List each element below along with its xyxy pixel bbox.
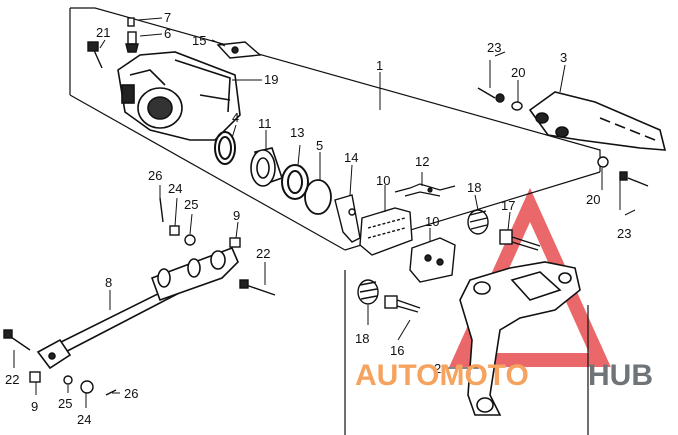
brake-pad-upper: [359, 207, 413, 256]
piston-seal-13: [281, 164, 309, 200]
callout-12: 12: [415, 154, 429, 169]
pin-collar-18: [467, 209, 489, 235]
caliper-body: [117, 51, 241, 141]
washer-25: [63, 234, 196, 385]
callout-22-lower: 22: [5, 372, 19, 387]
callout-22-upper: 22: [256, 246, 270, 261]
callout-18-upper: 18: [467, 180, 481, 195]
callout-26-upper: 26: [148, 168, 162, 183]
callout-21: 21: [96, 25, 110, 40]
callout-20-upper: 20: [511, 65, 525, 80]
nut-24: [80, 225, 180, 394]
callout-labels: 7 6 21 15 19 1 23 20 3 4 11 13 5 14 12 1…: [5, 10, 631, 427]
piston-11: [250, 147, 284, 187]
pad-spring-12: [394, 183, 456, 197]
callout-18-lower: 18: [355, 331, 369, 346]
watermark-text: AUTOMOTO HUB: [355, 359, 653, 392]
callout-10-upper: 10: [376, 173, 390, 188]
callout-25-lower: 25: [58, 396, 72, 411]
brake-pad-lower: [409, 237, 456, 283]
callout-23-upper: 23: [487, 40, 501, 55]
callout-24-lower: 24: [77, 412, 91, 427]
mounting-bracket-3: [528, 91, 667, 151]
caliper-bracket: [459, 261, 581, 416]
callout-13: 13: [290, 125, 304, 140]
callout-5: 5: [316, 138, 323, 153]
bleeder-valve: [125, 17, 139, 53]
callout-14: 14: [344, 150, 358, 165]
cotter-pin-26: [105, 197, 164, 396]
callout-9-lower: 9: [31, 399, 38, 414]
callout-6: 6: [164, 26, 171, 41]
watermark-automoto: AUTOMOTO: [355, 359, 529, 392]
callout-1: 1: [376, 58, 383, 73]
pin-bolt-16: [384, 295, 421, 313]
collar-9: [29, 237, 241, 383]
callout-2: 2: [434, 361, 441, 376]
leader-lines: [13, 17, 636, 408]
callout-4: 4: [232, 110, 239, 125]
pad-spring-15: [216, 41, 262, 59]
callout-15: 15: [192, 33, 206, 48]
callout-17: 17: [501, 198, 515, 213]
callout-10-lower: 10: [425, 214, 439, 229]
callout-8: 8: [105, 275, 112, 290]
torque-rod: [36, 246, 239, 370]
piston-seal-4: [214, 131, 236, 165]
callout-20-lower: 20: [586, 192, 600, 207]
callout-25-upper: 25: [184, 197, 198, 212]
callout-3: 3: [560, 50, 567, 65]
pin-collar-18-lower: [357, 279, 379, 305]
bolt-22: [3, 279, 276, 351]
callout-26-lower: 26: [124, 386, 138, 401]
callout-24-upper: 24: [168, 181, 182, 196]
dust-seal-5: [304, 179, 332, 215]
bolt-23-lower: [597, 156, 649, 187]
callout-16: 16: [390, 343, 404, 358]
bolt-21: [87, 41, 103, 69]
callout-9-upper: 9: [233, 208, 240, 223]
pin-bolt-17: [499, 229, 541, 251]
watermark-hub: HUB: [588, 359, 653, 392]
callout-23-lower: 23: [617, 226, 631, 241]
callout-11: 11: [258, 116, 272, 131]
bolt-23-upper: [477, 87, 523, 111]
shim-14: [334, 194, 361, 243]
callout-19: 19: [264, 72, 278, 87]
callout-7: 7: [164, 10, 171, 25]
